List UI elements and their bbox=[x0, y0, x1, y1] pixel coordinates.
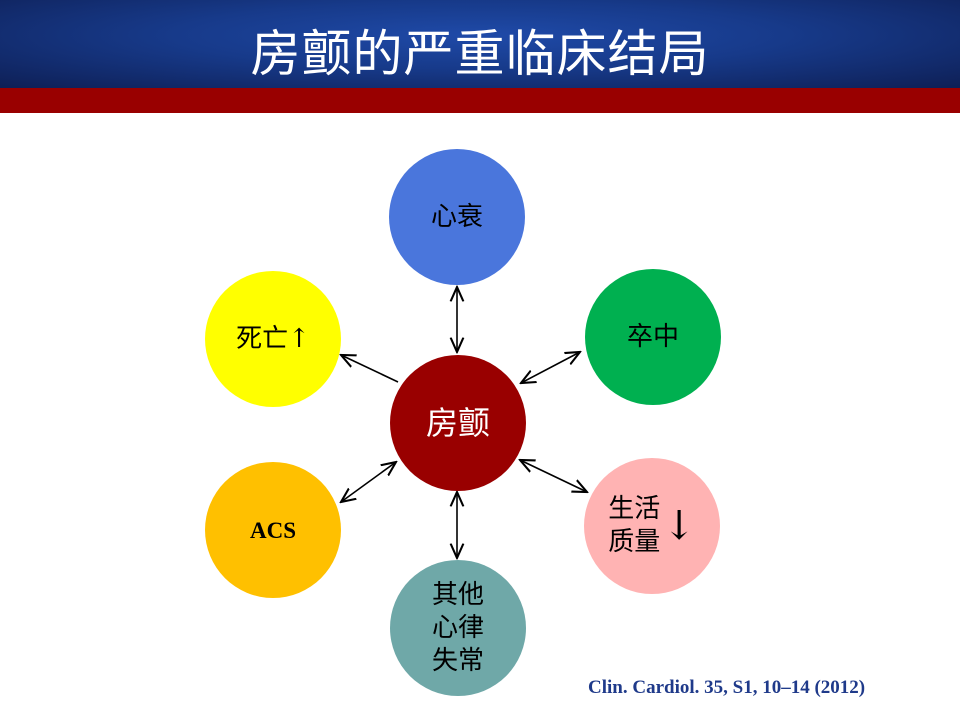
node-quality-of-life: 生活质量 ↓ bbox=[584, 458, 720, 594]
qol-label-line2: 质量 bbox=[608, 527, 661, 557]
node-heart-failure: 心衰 bbox=[389, 149, 525, 285]
acs-label: ACS bbox=[249, 517, 296, 543]
arrow-acs bbox=[341, 462, 396, 502]
other-label-line1: 其他 bbox=[431, 579, 484, 610]
arrow-death bbox=[341, 355, 399, 383]
center-node-af: 房颤 bbox=[390, 355, 526, 491]
death-label: 死亡↑ bbox=[236, 323, 310, 354]
header-red-stripe bbox=[0, 88, 960, 113]
header-band bbox=[0, 0, 960, 88]
arrow-qol bbox=[520, 460, 587, 492]
citation: Clin. Cardiol. 35, S1, 10–14 (2012) bbox=[588, 677, 866, 698]
other-label-line2: 心律 bbox=[431, 612, 484, 643]
qol-label-line1: 生活 bbox=[608, 494, 661, 524]
stroke-label: 卒中 bbox=[626, 321, 679, 352]
arrow-stroke bbox=[521, 352, 580, 383]
heart-failure-label: 心衰 bbox=[430, 201, 483, 232]
other-label-line3: 失常 bbox=[431, 645, 484, 676]
node-stroke: 卒中 bbox=[585, 269, 721, 405]
slide-title: 房颤的严重临床结局 bbox=[250, 25, 710, 83]
node-acs: ACS bbox=[205, 462, 341, 598]
node-other-arrhythmia: 其他心律失常 bbox=[390, 560, 526, 696]
down-arrow-icon: ↓ bbox=[662, 502, 696, 549]
node-death: 死亡↑ bbox=[205, 271, 341, 407]
center-label: 房颤 bbox=[425, 403, 490, 442]
